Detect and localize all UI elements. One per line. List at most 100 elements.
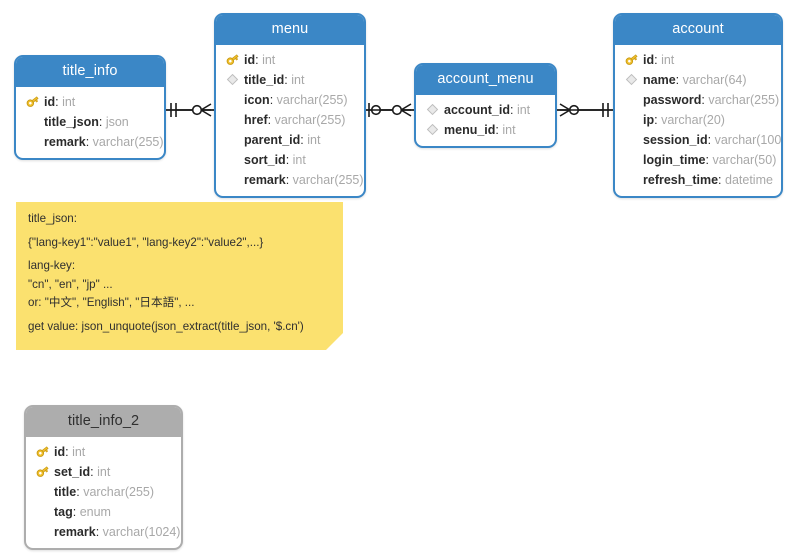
field-separator: : [55,94,63,109]
field-row[interactable]: id: int [615,50,781,70]
field-row[interactable]: session_id: varchar(100) [615,130,781,150]
field-row[interactable]: href: varchar(255) [216,110,364,130]
field-row[interactable]: title_json: json [16,112,164,132]
field-type: int [62,94,76,109]
field-separator: : [95,524,103,539]
field-separator: : [284,72,292,87]
field-separator: : [707,132,715,147]
note-line: get value: json_unquote(json_extract(tit… [28,319,304,333]
field-type: varchar(255) [92,134,164,149]
field-separator: : [654,112,662,127]
field-separator: : [701,92,709,107]
field-name: ip [643,112,655,127]
field-row[interactable]: title_id: int [216,70,364,90]
field-name: id [643,52,655,67]
field-type: enum [79,504,111,519]
note-title-json-note[interactable]: title_json:{"lang-key1":"value1", "lang-… [16,202,343,350]
field-row[interactable]: account_id: int [416,100,555,120]
field-separator: : [255,52,263,67]
field-row[interactable]: remark: varchar(255) [16,132,164,152]
field-separator: : [495,122,503,137]
field-type: json [105,114,129,129]
diamond-icon [224,72,241,88]
field-name: title [54,484,77,499]
field-row[interactable]: icon: varchar(255) [216,90,364,110]
key-icon [34,464,51,480]
field-separator: : [65,444,73,459]
field-name: tag [54,504,73,519]
entity-title-account_menu: account_menu [416,65,555,95]
field-type: int [516,102,531,117]
field-row[interactable]: remark: varchar(1024) [26,522,181,542]
relationship-title_info-menu[interactable] [166,99,214,121]
note-line: lang-key: [28,259,76,273]
field-type: varchar(255) [292,172,364,187]
field-type: int [307,132,321,147]
field-name: set_id [54,464,91,479]
field-type: varchar(255) [708,92,780,107]
field-type: varchar(64) [682,72,747,87]
note-line: "cn", "en", "jp" ... [28,277,113,291]
entity-title-title_info_2: title_info_2 [26,407,181,437]
field-row[interactable]: set_id: int [26,462,181,482]
field-type: int [502,122,516,137]
field-row[interactable]: menu_id: int [416,120,555,140]
field-row[interactable]: tag: enum [26,502,181,522]
field-name: remark [244,172,286,187]
field-name: sort_id [244,152,286,167]
field-row[interactable]: name: varchar(64) [615,70,781,90]
field-type: varchar(255) [274,112,346,127]
field-row[interactable]: login_time: varchar(50) [615,150,781,170]
field-separator: : [705,152,713,167]
field-name: id [44,94,56,109]
field-row[interactable]: password: varchar(255) [615,90,781,110]
entity-title-account: account [615,15,781,45]
field-row[interactable]: parent_id: int [216,130,364,150]
field-type: varchar(20) [661,112,725,127]
field-separator: : [72,504,80,519]
diamond-icon [424,122,441,138]
relationship-menu-account_menu[interactable] [366,99,414,121]
key-icon [24,94,41,110]
entity-title-menu: menu [216,15,364,45]
field-separator: : [269,92,277,107]
field-row[interactable]: id: int [216,50,364,70]
field-row[interactable]: remark: varchar(255) [216,170,364,190]
key-icon [623,52,640,68]
field-row[interactable]: title: varchar(255) [26,482,181,502]
field-name: password [643,92,702,107]
field-name: session_id [643,132,708,147]
field-name: icon [244,92,270,107]
field-row[interactable]: id: int [26,442,181,462]
field-name: account_id [444,102,510,117]
note-line: {"lang-key1":"value1", "lang-key2":"valu… [28,235,264,249]
diamond-icon [623,72,640,88]
field-name: menu_id [444,122,496,137]
field-separator: : [98,114,106,129]
field-separator: : [267,112,275,127]
note-fold-corner-icon [326,333,343,350]
field-name: parent_id [244,132,301,147]
field-row[interactable]: id: int [16,92,164,112]
field-row[interactable]: ip: varchar(20) [615,110,781,130]
entity-title-title_info: title_info [16,57,164,87]
field-type: int [72,444,86,459]
field-separator: : [285,152,293,167]
field-row[interactable]: refresh_time: datetime [615,170,781,190]
field-type: int [661,52,675,67]
field-row[interactable]: sort_id: int [216,150,364,170]
relationship-account_menu-account[interactable] [557,99,613,121]
field-separator: : [85,134,93,149]
key-icon [224,52,241,68]
field-name: title_id [244,72,285,87]
